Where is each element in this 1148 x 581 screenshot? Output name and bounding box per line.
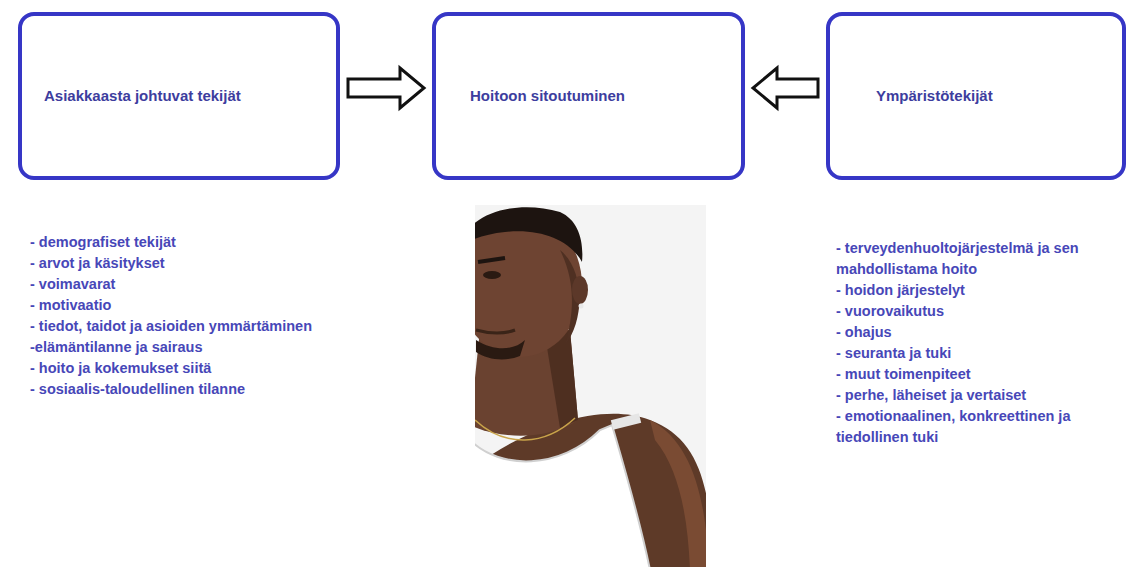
block-arrow [348, 68, 424, 108]
list-item: - demografiset tekijät [30, 232, 330, 253]
process-box: Hoitoon sitoutuminen [432, 12, 745, 180]
list-item: - motivaatio [30, 295, 330, 316]
list-item: - arvot ja käsitykset [30, 253, 330, 274]
process-box: Ympäristötekijät [826, 12, 1126, 180]
box-title: Ympäristötekijät [876, 86, 993, 106]
factor-list: - terveydenhuoltojärjestelmä ja sen mahd… [836, 238, 1132, 448]
list-item: - ohajus [836, 322, 1132, 343]
list-item: - perhe, läheiset ja vertaiset [836, 385, 1132, 406]
man-photo [475, 205, 706, 567]
list-item: - muut toimenpiteet [836, 364, 1132, 385]
list-item: - sosiaalis-taloudellinen tilanne [30, 379, 330, 400]
list-item: - voimavarat [30, 274, 330, 295]
block-arrow [753, 68, 818, 108]
list-item: - tiedot, taidot ja asioiden ymmärtämine… [30, 316, 330, 337]
box-title: Asiakkaasta johtuvat tekijät [44, 86, 241, 106]
list-item: - hoito ja kokemukset siitä [30, 358, 330, 379]
list-item: -elämäntilanne ja sairaus [30, 337, 330, 358]
box-title: Hoitoon sitoutuminen [470, 86, 625, 106]
list-item: - terveydenhuoltojärjestelmä ja sen mahd… [836, 238, 1132, 280]
factor-list: - demografiset tekijät- arvot ja käsityk… [30, 232, 330, 400]
list-item: - emotionaalinen, konkreettinen ja tiedo… [836, 406, 1132, 448]
list-item: - vuorovaikutus [836, 301, 1132, 322]
list-item: - hoidon järjestelyt [836, 280, 1132, 301]
process-box: Asiakkaasta johtuvat tekijät [18, 12, 340, 180]
list-item: - seuranta ja tuki [836, 343, 1132, 364]
